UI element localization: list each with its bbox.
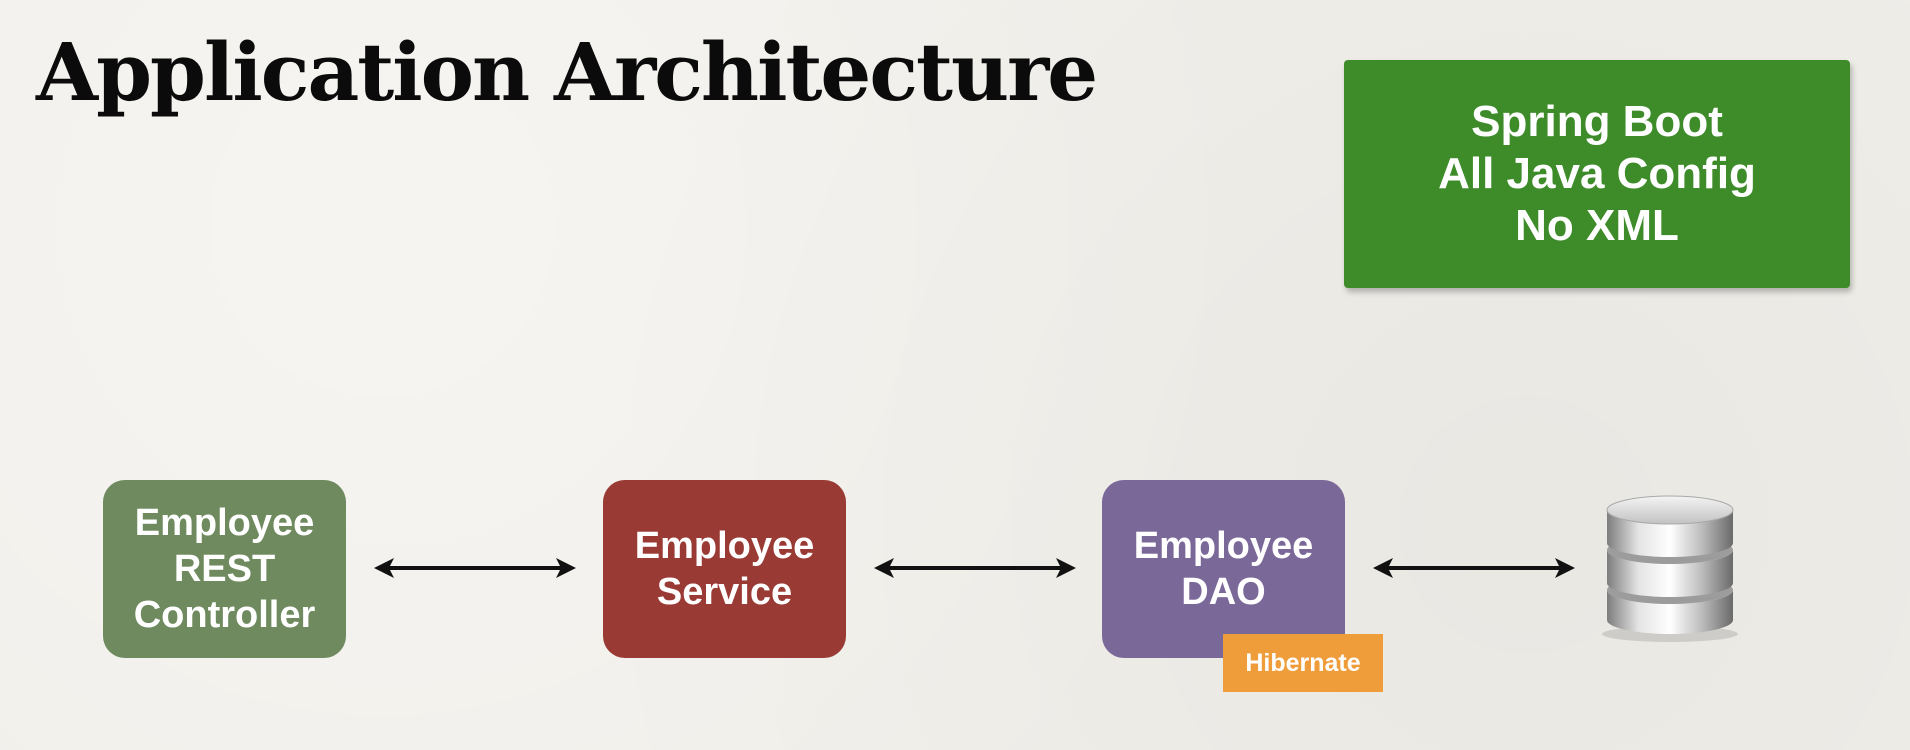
spring-boot-note: Spring Boot All Java Config No XML: [1344, 60, 1850, 288]
hibernate-badge: Hibernate: [1223, 634, 1383, 692]
double-arrow-icon: [874, 558, 1076, 578]
employee-dao-box: Employee DAO: [1102, 480, 1345, 658]
box-label-line: REST: [173, 548, 276, 590]
box-label-line: DAO: [1181, 571, 1266, 613]
double-arrow-icon: [1373, 558, 1575, 578]
box-label-line: Employee: [134, 502, 315, 544]
note-line: All Java Config: [1438, 149, 1756, 198]
double-arrow-icon: [374, 558, 576, 578]
page-title: Application Architecture: [36, 25, 1098, 119]
database-icon: [1602, 495, 1738, 642]
note-line: No XML: [1515, 201, 1679, 250]
employee-rest-controller-box: Employee REST Controller: [103, 480, 346, 658]
employee-service-box: Employee Service: [603, 480, 846, 658]
note-line: Spring Boot: [1471, 97, 1723, 146]
box-label-line: Employee: [634, 525, 815, 567]
box-label-line: Employee: [1133, 525, 1314, 567]
box-label-line: Service: [656, 571, 793, 613]
box-label-line: Controller: [133, 594, 316, 636]
